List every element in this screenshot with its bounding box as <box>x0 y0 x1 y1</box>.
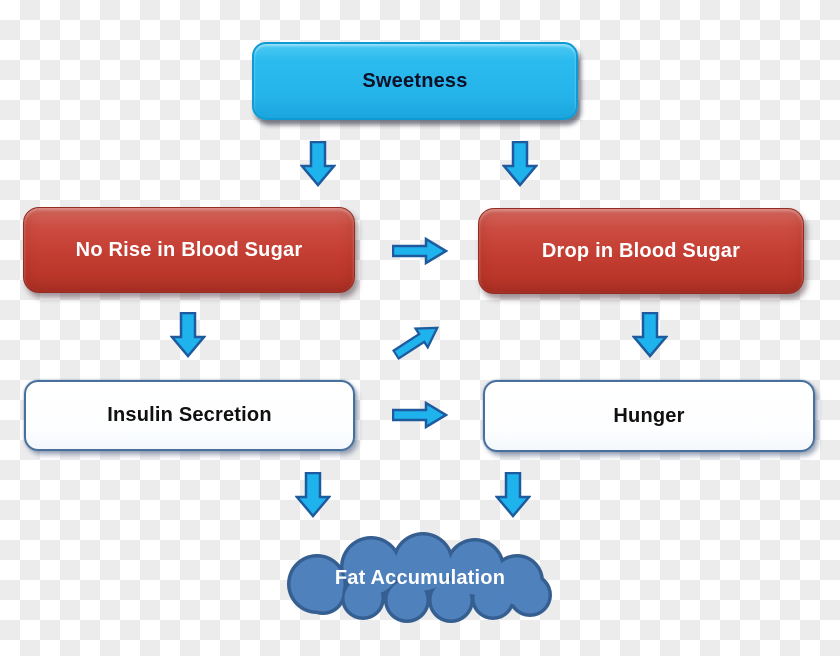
node-insulin-label: Insulin Secretion <box>107 404 272 426</box>
node-sweetness-label: Sweetness <box>362 69 468 92</box>
node-sweetness: Sweetness <box>252 42 578 120</box>
cloud-icon <box>287 532 552 623</box>
edge-insulin-to-drop <box>388 316 446 366</box>
edge-insulin-to-fat <box>295 472 331 518</box>
edge-no-rise-to-drop <box>392 237 448 265</box>
down-arrow-icon <box>502 141 538 187</box>
down-arrow-icon <box>170 312 206 358</box>
node-drop-in-blood-sugar: Drop in Blood Sugar <box>478 208 804 294</box>
node-drop-label: Drop in Blood Sugar <box>541 239 741 262</box>
edge-sweetness-to-no-rise <box>300 141 336 187</box>
edge-no-rise-to-insulin <box>170 312 206 358</box>
node-insulin-secretion: Insulin Secretion <box>24 380 355 451</box>
edge-sweetness-to-drop <box>502 141 538 187</box>
node-no-rise-label: No Rise in Blood Sugar <box>75 238 303 261</box>
up-right-arrow-icon <box>391 326 440 361</box>
node-fat-label: Fat Accumulation <box>334 566 506 589</box>
node-no-rise-in-blood-sugar: No Rise in Blood Sugar <box>23 207 355 293</box>
edge-drop-to-hunger <box>632 312 668 358</box>
right-arrow-icon <box>392 237 448 265</box>
down-arrow-icon <box>495 472 531 518</box>
node-fat-accumulation: Fat Accumulation <box>283 532 557 624</box>
down-arrow-icon <box>300 141 336 187</box>
right-arrow-icon <box>392 401 448 429</box>
edge-hunger-to-fat <box>495 472 531 518</box>
node-hunger-label: Hunger <box>613 404 685 427</box>
node-hunger: Hunger <box>483 380 815 452</box>
down-arrow-icon <box>295 472 331 518</box>
edge-insulin-to-hunger <box>392 401 448 429</box>
down-arrow-icon <box>632 312 668 358</box>
